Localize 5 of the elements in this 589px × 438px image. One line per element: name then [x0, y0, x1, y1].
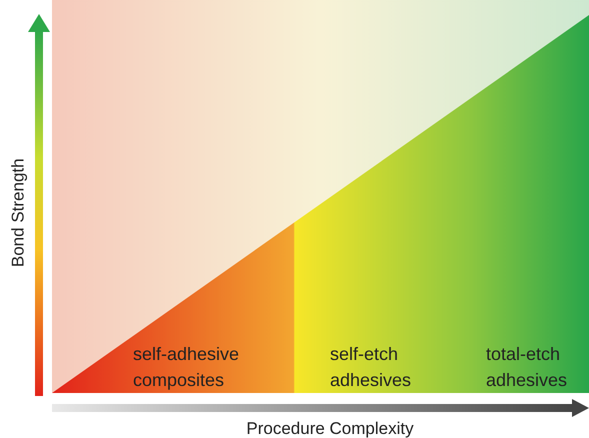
- axis-or-zone-label: Procedure Complexity: [245, 418, 415, 438]
- axis-or-zone-label: self-adhesive composites: [133, 343, 240, 392]
- axis-or-zone-label: total-etch adhesives: [486, 343, 568, 392]
- axis-or-zone-label: Bond Strength: [7, 157, 28, 270]
- axis-or-zone-label: self-etch adhesives: [330, 343, 412, 392]
